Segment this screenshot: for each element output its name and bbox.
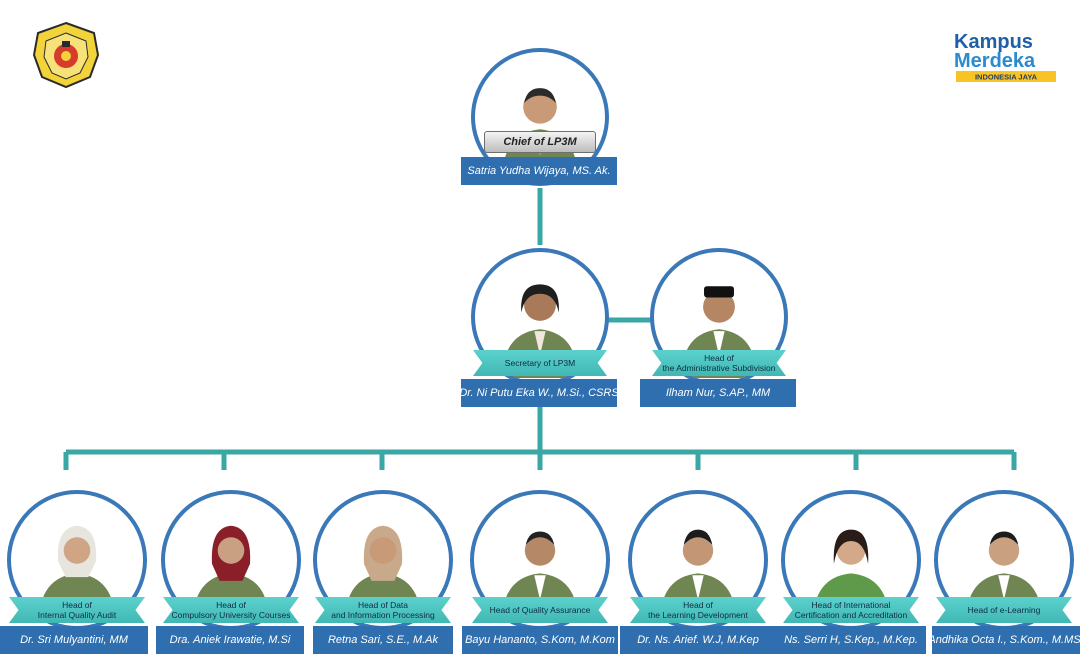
head-title: Head of Internal Quality Audit [9, 597, 145, 623]
head-title: Head of Compulsory University Courses [163, 597, 299, 623]
head-name: Dra. Aniek Irawatie, M.Si [156, 626, 304, 654]
head-name: Ns. Serri H, S.Kep., M.Kep. [776, 626, 926, 654]
chief-title-plate: Chief of LP3M [484, 131, 596, 153]
head-name: Andhika Octa I., S.Kom., M.MSI [928, 626, 1080, 654]
head-title: Head of the Learning Development [630, 597, 766, 623]
logo-tagline: INDONESIA JAYA [975, 73, 1038, 82]
head-title: Head of Quality Assurance [472, 597, 608, 623]
head-name: Dr. Ns. Arief. W.J, M.Kep [620, 626, 776, 654]
head-title: Head of Data and Information Processing [315, 597, 451, 623]
university-seal-logo [32, 21, 100, 89]
head-name: Retna Sari, S.E., M.Ak [313, 626, 453, 654]
admin-title: Head of the Administrative Subdivision [652, 350, 786, 376]
head-name: Dr. Sri Mulyantini, MM [0, 626, 148, 654]
chief-name: Satria Yudha Wijaya, MS. Ak. [461, 157, 617, 185]
head-title: Head of e-Learning [936, 597, 1072, 623]
head-title: Head of International Certification and … [783, 597, 919, 623]
kampus-merdeka-logo: Kampus Merdeka INDONESIA JAYA [952, 26, 1060, 86]
head-name: Bayu Hananto, S.Kom, M.Kom [462, 626, 618, 654]
logo-line1: Kampus [954, 31, 1033, 53]
secretary-title: Secretary of LP3M [473, 350, 607, 376]
logo-line2: Merdeka [954, 50, 1036, 72]
secretary-name: Dr. Ni Putu Eka W., M.Si., CSRS [459, 379, 619, 407]
admin-name: Ilham Nur, S.AP., MM [640, 379, 796, 407]
